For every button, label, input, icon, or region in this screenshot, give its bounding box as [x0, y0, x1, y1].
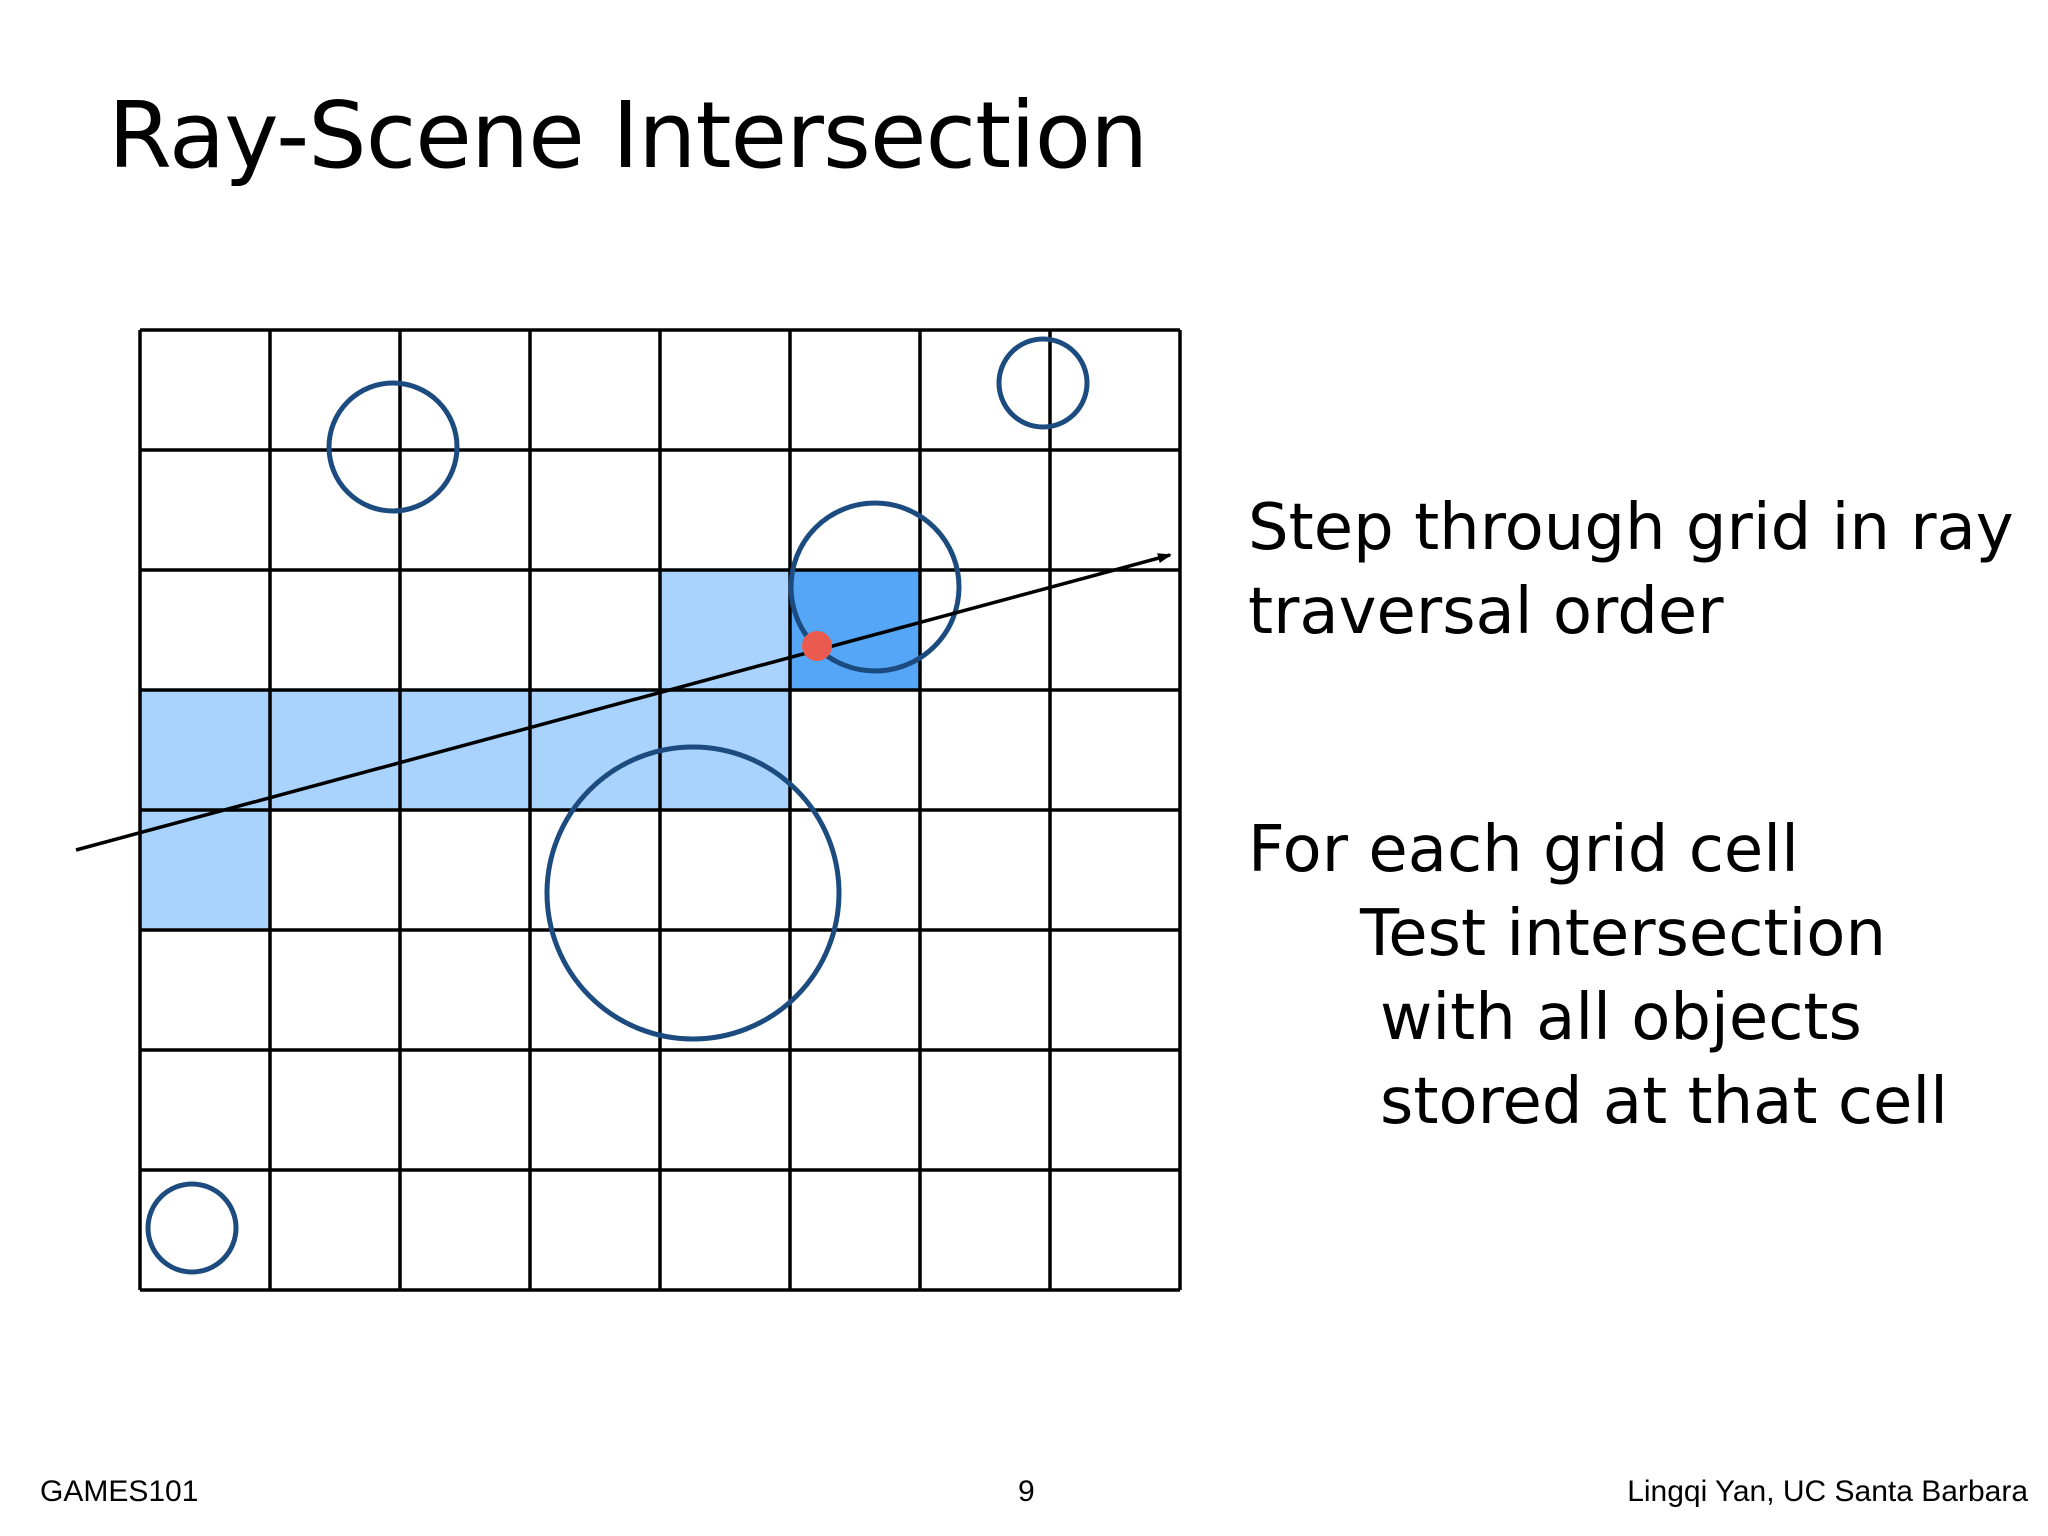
ray-arrow — [75, 553, 1172, 852]
traversed-cell — [400, 690, 530, 810]
step-line-2: traversal order — [1248, 575, 1724, 649]
footer-page-number: 9 — [1018, 1475, 1035, 1508]
slide-title: Ray-Scene Intersection — [108, 82, 1148, 189]
for-line: For each grid cell — [1248, 813, 1799, 887]
traversed-cell — [530, 690, 660, 810]
object-circle — [788, 500, 962, 674]
explanation-text: Step through grid in ray traversal order… — [1248, 486, 2014, 1144]
grid-lines — [138, 328, 1182, 1292]
traversed-cell — [140, 810, 270, 930]
traversed-cell — [270, 690, 400, 810]
object-circle — [996, 336, 1090, 430]
test-line-1: Test intersection — [1360, 897, 1886, 971]
step-line-1: Step through grid in ray — [1248, 491, 2014, 565]
test-line-3: stored at that cell — [1380, 1065, 1948, 1139]
footer-course: GAMES101 — [40, 1475, 199, 1508]
scene-objects — [145, 336, 1090, 1275]
hit-cell — [790, 570, 920, 690]
traversed-cell — [140, 690, 270, 810]
object-circle — [326, 380, 460, 514]
object-circle — [544, 744, 842, 1042]
traversed-cell — [660, 570, 790, 690]
object-circle — [145, 1181, 239, 1275]
traversed-cells — [140, 570, 790, 930]
hit-point — [802, 631, 832, 661]
footer-author: Lingqi Yan, UC Santa Barbara — [1627, 1475, 2028, 1508]
test-line-2: with all objects — [1380, 981, 1862, 1055]
